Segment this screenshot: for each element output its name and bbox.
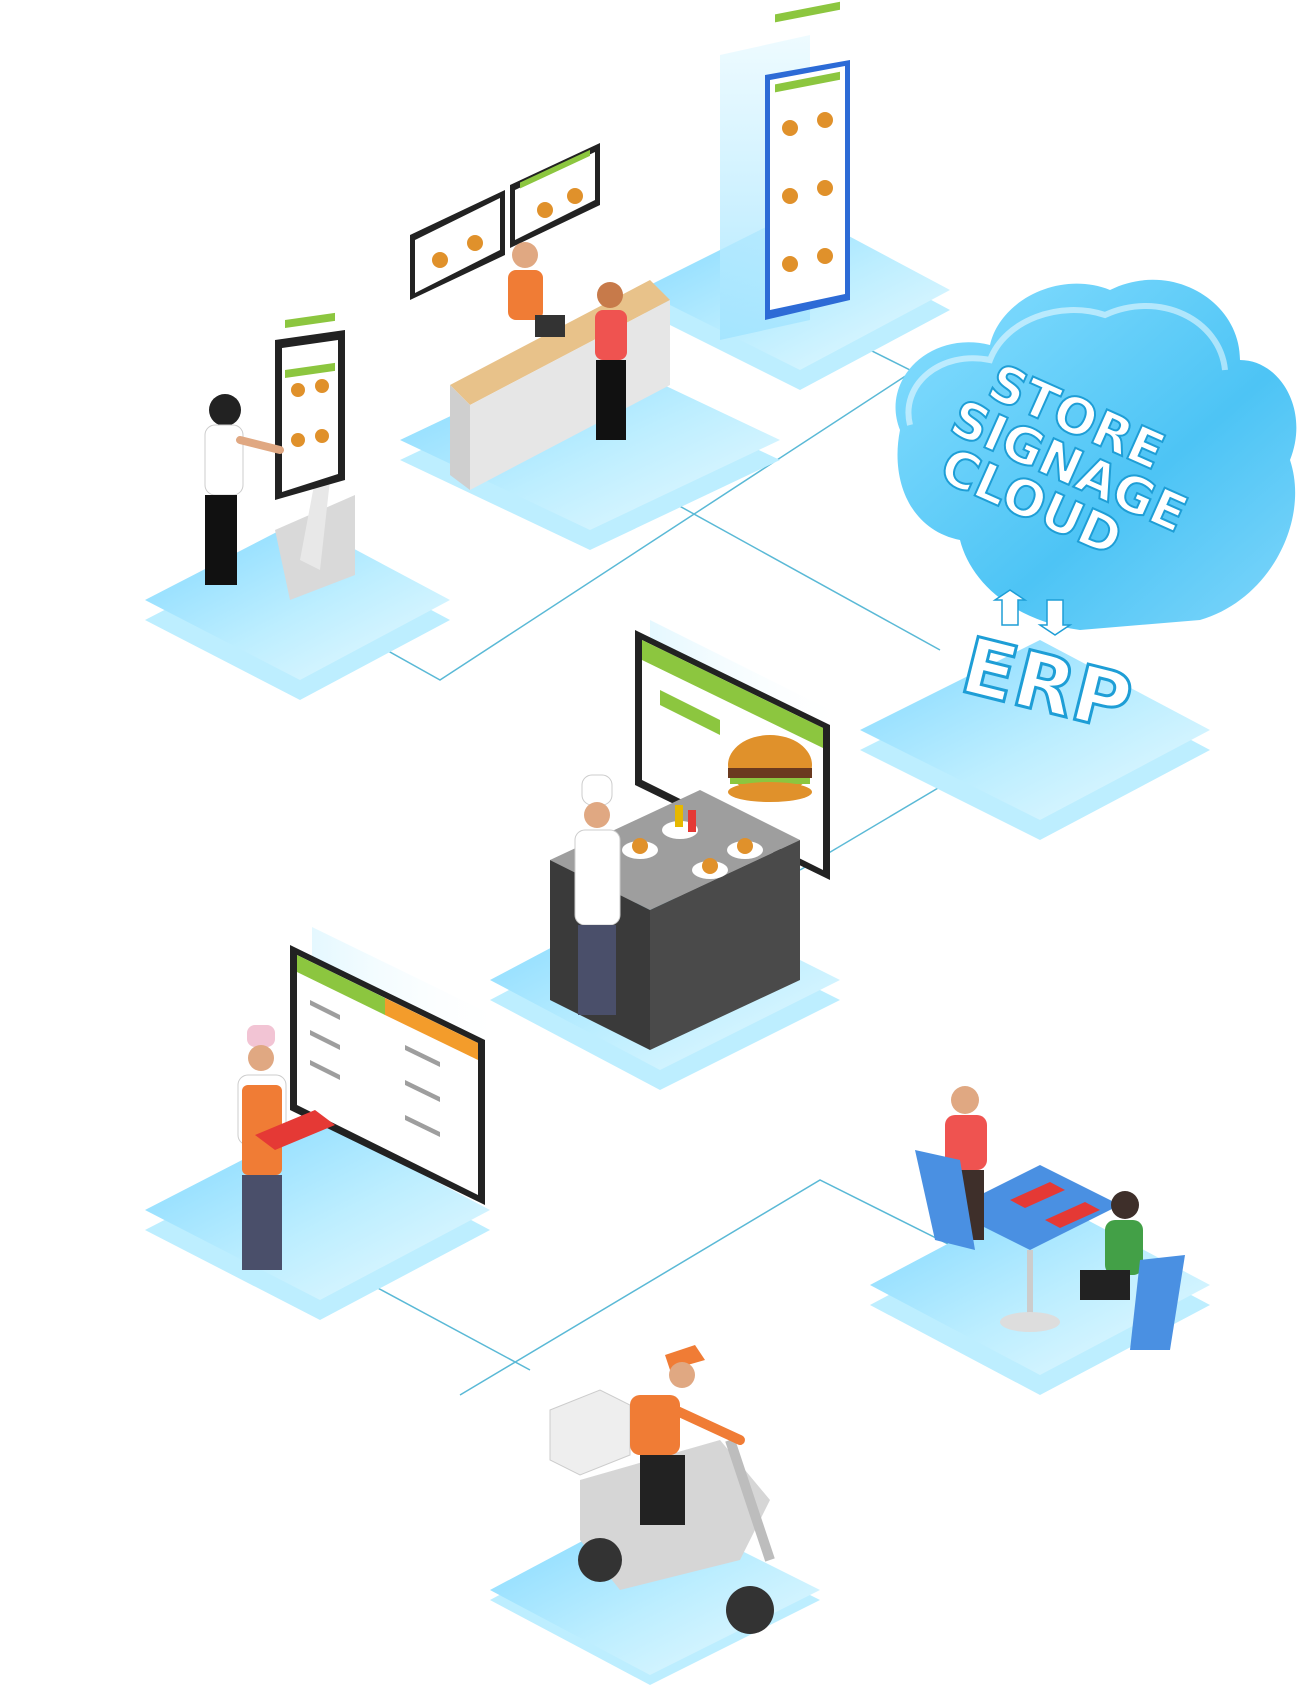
delivery-scooter [549, 1345, 775, 1634]
platform-erp [860, 640, 1210, 840]
kiosk-customer [204, 394, 284, 585]
mobile-app-menu [720, 1, 850, 340]
chef [574, 774, 621, 1015]
diner-man [915, 1086, 987, 1250]
dining-table [915, 1086, 1185, 1350]
pos-terminal [535, 315, 565, 337]
platform-kiosk [145, 520, 450, 700]
counter-customer [595, 282, 627, 440]
order-status-board [237, 927, 507, 1270]
store-signage-cloud: STORE SIGNAGE CLOUD [895, 279, 1297, 636]
menu-board-right [510, 143, 600, 248]
cashier [508, 242, 543, 320]
cloud-erp-arrows [992, 589, 1073, 636]
kitchen-display [550, 620, 850, 1050]
phone-menu-items [775, 1, 840, 272]
counter-pos-menu-boards [410, 143, 670, 490]
platform-delivery [490, 1505, 820, 1685]
self-order-kiosk [204, 312, 355, 600]
delivery-rider [630, 1345, 745, 1525]
burger-image [728, 735, 812, 802]
menu-board-left [410, 190, 505, 300]
diner-woman [1080, 1191, 1185, 1350]
waiter [237, 1025, 335, 1270]
